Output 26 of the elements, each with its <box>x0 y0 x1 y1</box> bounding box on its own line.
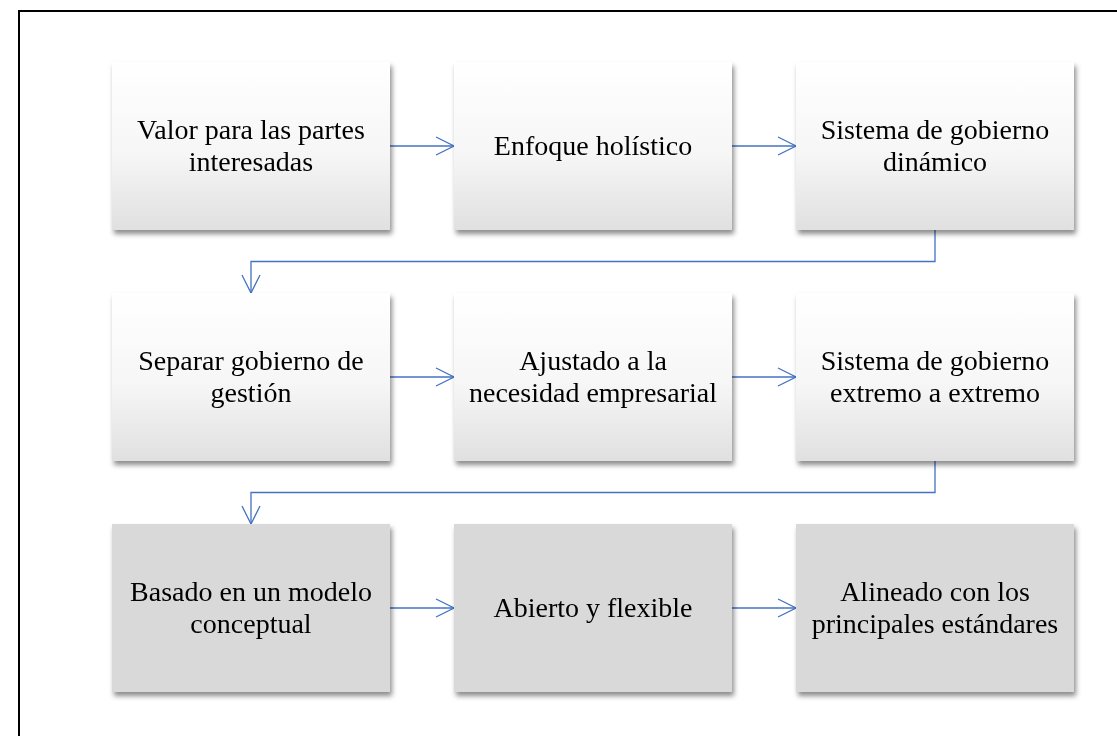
process-box <box>796 293 1074 461</box>
arrow <box>389 367 455 387</box>
process-box <box>112 293 390 461</box>
process-box <box>796 62 1074 230</box>
arrow <box>389 598 455 618</box>
box-text: Valor para las partes interesadas <box>136 114 366 178</box>
arrow <box>731 367 797 387</box>
process-box <box>112 62 390 230</box>
arrow <box>731 598 797 618</box>
arrow <box>241 460 936 525</box>
process-box <box>796 524 1074 692</box>
arrow <box>241 229 936 294</box>
arrow <box>731 136 797 156</box>
box-text: Separar gobierno de gestión <box>137 345 365 409</box>
process-box <box>454 62 732 230</box>
process-box <box>454 293 732 461</box>
box-text: Abierto y flexible <box>493 592 693 624</box>
arrow <box>389 136 455 156</box>
box-text: Ajustado a la necesidad empresarial <box>468 345 718 409</box>
box-text: Alineado con los principales estándares <box>810 576 1060 640</box>
box-text: Sistema de gobierno dinámico <box>819 114 1051 178</box>
box-text: Basado en un modelo conceptual <box>129 576 373 640</box>
box-text: Enfoque holístico <box>493 130 693 162</box>
box-text: Sistema de gobierno extremo a extremo <box>819 345 1051 409</box>
process-box <box>454 524 732 692</box>
process-box <box>112 524 390 692</box>
